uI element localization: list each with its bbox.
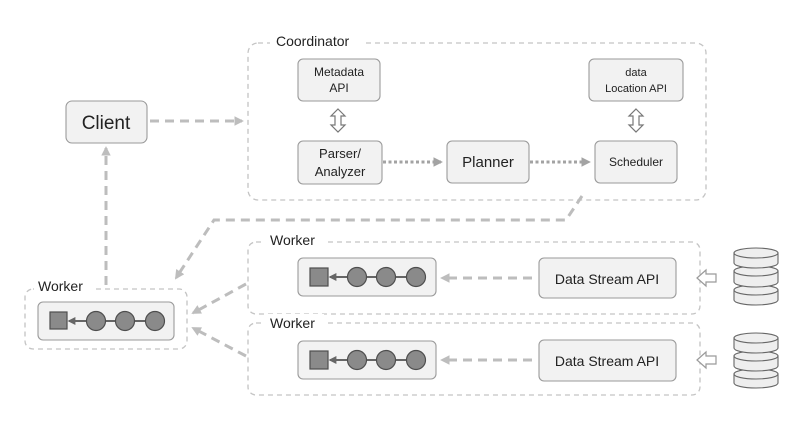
data-stream-api-label-1: Data Stream API	[555, 271, 659, 287]
location-scheduler-double-arrow-icon	[627, 108, 645, 133]
main-operator-node-2	[114, 310, 136, 332]
worker1-to-main-worker-arrow	[191, 282, 247, 315]
metadata-api-label-line1: Metadata	[314, 65, 364, 79]
metadata-parser-double-arrow-icon	[329, 108, 347, 133]
parser-label-line1: Parser/	[319, 146, 361, 161]
worker-region-2: Worker Data Stream API	[247, 314, 701, 396]
data-stream-api-label-2: Data Stream API	[555, 353, 659, 369]
worker-2-operator-node-3	[405, 349, 427, 371]
location-api-label-line1: data	[625, 67, 647, 79]
planner-label: Planner	[462, 154, 514, 171]
data-stream-api-box-1	[538, 257, 677, 299]
worker-1-sink-node	[309, 267, 329, 287]
worker-1-operator-node-1	[346, 266, 368, 288]
data-stream-api-box-2	[538, 339, 677, 382]
worker-1-operator-node-3	[405, 266, 427, 288]
metadata-api-label-line2: API	[329, 81, 348, 95]
main-operator-node-1	[85, 310, 107, 332]
database-icon-1	[733, 247, 779, 306]
main-worker-label: Worker	[38, 278, 83, 294]
location-api-label-line2: Location API	[605, 83, 667, 95]
location-api-box: data Location API	[588, 58, 684, 102]
database-icon-2	[733, 332, 779, 389]
worker-2-sink-node	[309, 350, 329, 370]
input-arrow-icon-1	[696, 268, 717, 288]
worker-2-operator-node-1	[346, 349, 368, 371]
coordinator-label: Coordinator	[276, 33, 349, 49]
worker2-to-main-worker-arrow	[191, 326, 247, 358]
worker-1-operator-node-2	[375, 266, 397, 288]
planner-box: Planner	[446, 140, 530, 184]
scheduler-box: Scheduler	[594, 140, 678, 184]
coordinator-region: Coordinator	[247, 33, 707, 201]
input-arrow-icon-2	[696, 350, 717, 370]
worker-2-operator-node-2	[375, 349, 397, 371]
parser-label-line2: Analyzer	[315, 164, 366, 179]
worker-1-label: Worker	[270, 232, 315, 248]
main-sink-node	[49, 311, 68, 330]
parser-analyzer-box: Parser/ Analyzer	[297, 140, 383, 185]
client-box: Client	[65, 100, 148, 144]
main-operator-node-3	[144, 310, 166, 332]
metadata-api-box: Metadata API	[297, 58, 381, 102]
client-label: Client	[82, 113, 131, 134]
main-worker-region: Worker	[24, 278, 188, 350]
scheduler-label: Scheduler	[609, 155, 663, 169]
worker-region-1: Worker Data Stream API	[247, 232, 701, 315]
worker-2-label: Worker	[270, 315, 315, 331]
